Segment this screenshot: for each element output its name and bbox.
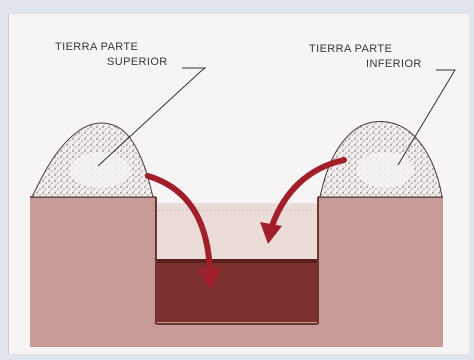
ground-left [30, 197, 156, 347]
ground-right [318, 197, 443, 347]
leader-line-upper-soil [98, 68, 205, 166]
upper-soil-label-line2: SUPERIOR [107, 55, 168, 69]
lower-soil-label-line1: TIERRA PARTE [309, 42, 392, 56]
lower-soil-label-line2: INFERIOR [366, 57, 422, 71]
ground-bottom [156, 322, 318, 347]
pit-fill [156, 259, 318, 322]
upper-soil-label-line1: TIERRA PARTE [55, 40, 138, 54]
leader-line-lower-soil [398, 70, 455, 165]
pit-upper [156, 203, 318, 259]
